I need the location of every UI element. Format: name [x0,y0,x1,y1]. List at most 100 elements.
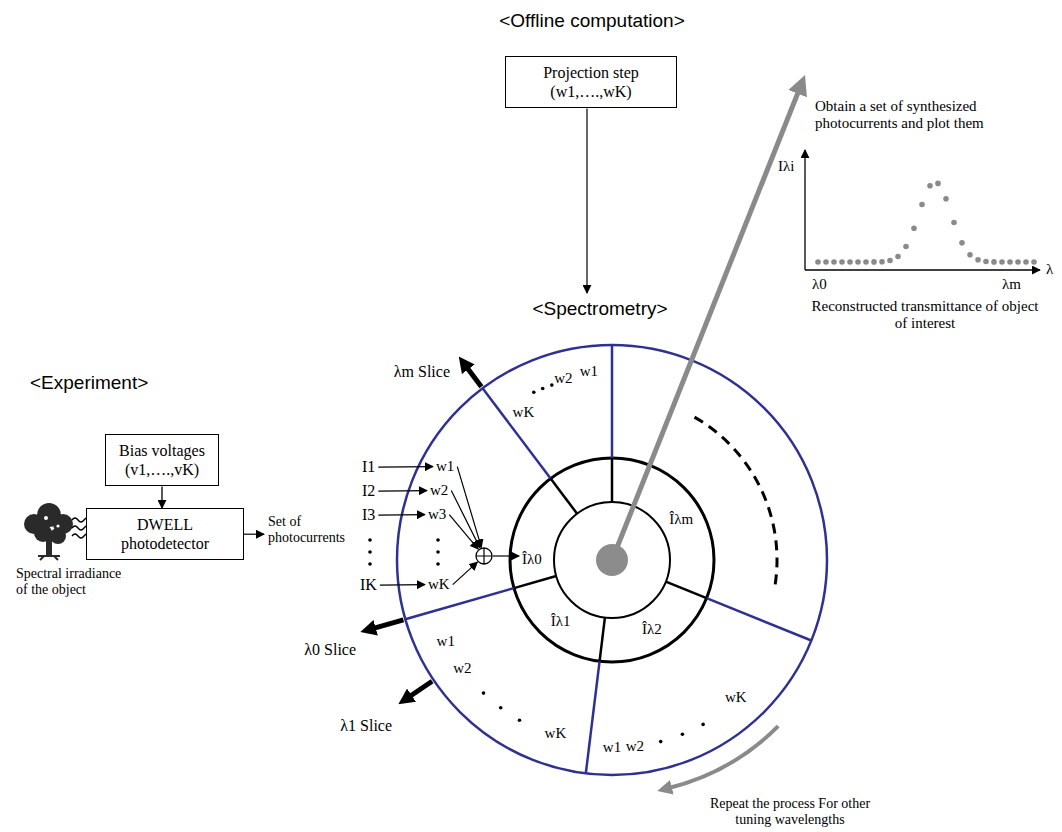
ellipsis-dot [681,733,685,737]
text-label: λ [1046,261,1053,278]
ellipsis-dot [532,391,536,395]
tree-leaves [34,524,52,542]
plot-point [911,225,917,231]
plot-point [927,183,933,189]
slice-arrow [466,367,481,387]
tree-leaves [50,528,66,544]
box-text: DWELL photodetector [100,515,230,553]
text-label: w2 [453,660,471,677]
dashed-arc [695,417,778,589]
tree-speckle [56,524,59,527]
slice-divider [611,345,614,458]
slice-divider [483,388,551,478]
plot-point [999,259,1005,265]
text-label: I3 [362,506,375,524]
plot-point [983,259,989,265]
box-text: Bias voltages [118,441,206,460]
box-text: (w1,….,wK) [518,82,664,101]
ellipsis-dot [436,562,440,566]
process-box: Projection step(w1,….,wK) [505,56,677,108]
plot-point [943,196,949,202]
text-label: Îλ1 [551,613,571,630]
box-text: (v1,….,vK) [118,460,206,479]
text-label: λ0 [812,276,827,293]
text-label: Îλ2 [642,621,662,638]
slice-divider [707,598,812,640]
slice-arrow [409,681,432,697]
text-label: w1 [603,739,621,756]
text-label: I1 [362,458,375,476]
text-label: IK [360,576,377,594]
process-box: Bias voltages(v1,….,vK) [105,434,219,486]
ellipsis-dot [368,538,372,542]
plot-point [831,259,837,265]
text-label: w3 [428,506,446,523]
plot-point [855,259,861,265]
text-label: wK [513,404,535,421]
text-label: <Offline computation> [499,10,685,32]
text-label: wK [545,725,567,742]
text-label: wK [725,689,747,706]
text-label: w2 [626,738,644,755]
text-label: Repeat the process For other tuning wave… [700,796,880,828]
y-axis [804,150,805,270]
sum-symbol [476,548,492,564]
weight-arrow [457,467,481,548]
sum-symbol-cross [476,548,492,564]
current-arrow [378,466,433,468]
text-label: λm Slice [394,363,450,381]
slice-arrow [373,620,404,629]
connectors [162,486,163,508]
ellipsis-dot [518,718,522,722]
text-label: I2 [362,482,375,500]
generated-figure [244,90,1037,788]
slice-divider [586,661,600,773]
plot-point [959,240,965,246]
plot-axes [805,150,1040,270]
plot-point [879,259,885,265]
inner-divider [611,458,614,502]
ellipsis-dot [482,691,486,695]
x-axis [805,269,1040,270]
inner-ring [510,458,714,662]
current-arrow [378,514,425,516]
inner-divider [514,576,556,588]
plot-point [839,259,845,265]
text-label: w2 [430,482,448,499]
ellipsis-dot [436,550,440,554]
centre-dot [596,544,628,576]
plot-point [871,259,877,265]
text-label: w1 [437,633,455,650]
current-arrow [378,490,427,492]
slice-divider [405,588,514,619]
text-label: λ1 Slice [340,717,392,735]
tree-roots [38,556,60,560]
ellipsis-dot [550,383,554,387]
plot-point [1015,259,1021,265]
plot-point [991,259,997,265]
plot-point [967,252,973,258]
text-label: Spectral irradiance of the object [16,566,124,598]
plot-point [919,202,925,208]
outer-ring [397,345,827,775]
text-label: Îλm [669,511,693,528]
process-box: DWELL photodetector [86,508,244,560]
text-label: Reconstructed transmittance of object of… [810,298,1040,333]
current-arrow [380,584,425,586]
text-label: w2 [554,370,572,387]
ellipsis-dot [368,550,372,554]
photocurrent-arrow [244,534,264,535]
tree-icon [24,503,73,560]
plot-point [975,257,981,263]
plot-point [815,259,821,265]
edge-arrow [161,486,162,508]
inner-divider [551,479,578,514]
text-label: λm [1002,276,1021,293]
weight-arrow [449,515,478,550]
text-label: w1 [580,363,598,380]
plot-point [895,254,901,260]
ellipsis-dot [368,562,372,566]
text-label: λ0 Slice [304,641,356,659]
plot-point [887,258,893,264]
